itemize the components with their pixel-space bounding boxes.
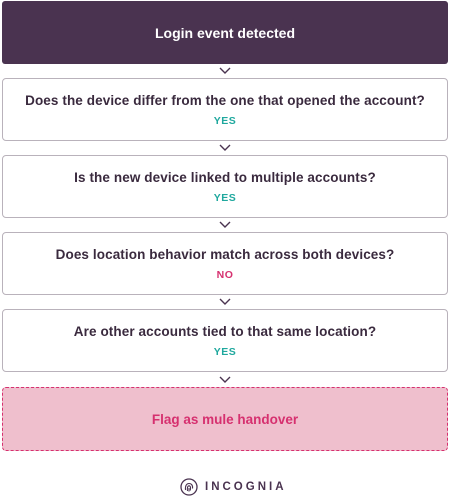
start-node-label: Login event detected [154,24,296,41]
decision-node-location-match: Does location behavior match across both… [2,232,448,295]
brand-name: INCOGNIA [205,481,287,493]
chevron-down-icon [219,144,231,151]
decision-node-same-location: Are other accounts tied to that same loc… [2,309,448,372]
chevron-down-icon [219,221,231,228]
answer-label: YES [213,114,237,127]
question-text: Are other accounts tied to that same loc… [73,323,377,339]
fingerprint-icon [180,478,198,496]
result-node: Flag as mule handover [2,387,448,451]
chevron-down-icon [219,376,231,383]
result-label: Flag as mule handover [151,411,299,427]
decision-node-device-differs: Does the device differ from the one that… [2,78,448,141]
decision-node-multiple-accounts: Is the new device linked to multiple acc… [2,155,448,218]
chevron-down-icon [219,67,231,74]
brand-logo: INCOGNIA [180,478,287,496]
answer-label: NO [216,268,234,281]
question-text: Does location behavior match across both… [55,246,395,262]
question-text: Is the new device linked to multiple acc… [74,169,376,185]
question-text: Does the device differ from the one that… [25,92,425,108]
chevron-down-icon [219,298,231,305]
start-node: Login event detected [2,1,448,64]
answer-label: YES [213,191,237,204]
answer-label: YES [213,345,237,358]
